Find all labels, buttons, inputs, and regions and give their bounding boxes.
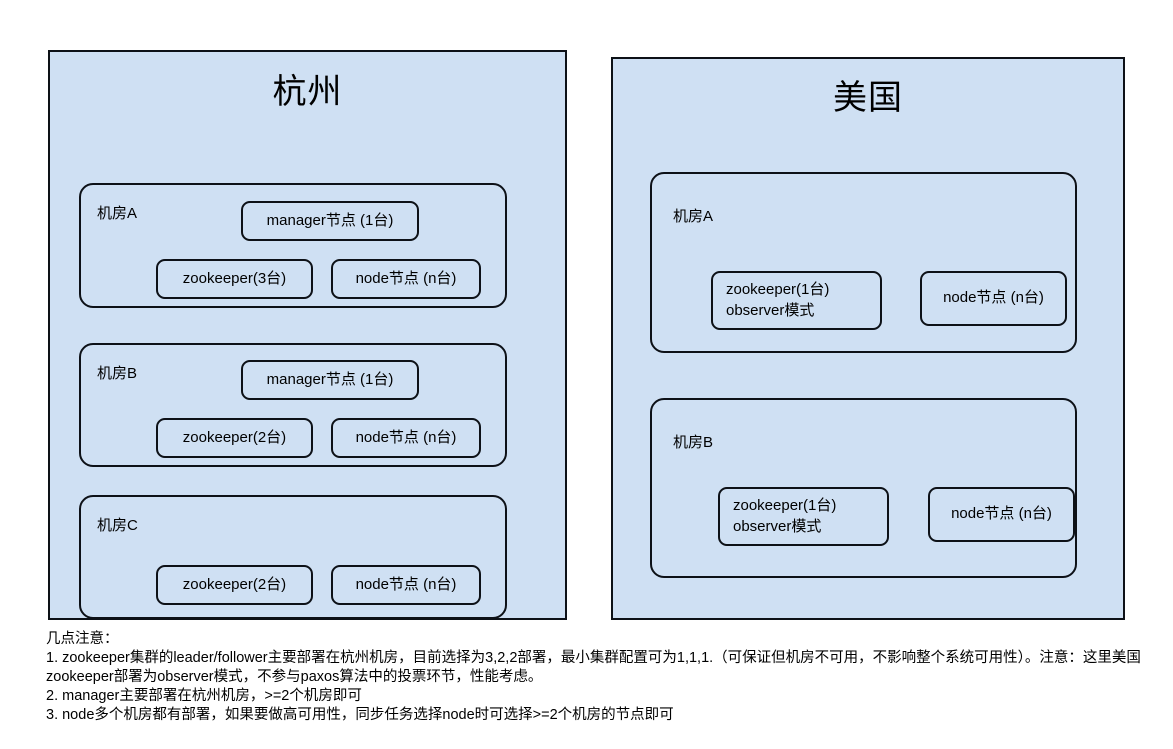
datacenter-hangzhou-b-label: 机房B: [97, 365, 138, 382]
node-usa-a-node: node节点 (n台): [920, 271, 1067, 326]
note-item-2: 2. manager主要部署在杭州机房，>=2个机房即可: [46, 688, 362, 704]
region-hangzhou: 杭州 机房A manager节点 (1台) zookeeper(3台) node…: [48, 50, 567, 620]
node-hangzhou-c-zookeeper: zookeeper(2台): [156, 565, 313, 605]
region-usa: 美国 机房A zookeeper(1台) observer模式 node节点 (…: [611, 57, 1125, 620]
datacenter-usa-b: 机房B zookeeper(1台) observer模式 node节点 (n台): [650, 398, 1077, 578]
note-item-1: 1. zookeeper集群的leader/follower主要部署在杭州机房，…: [46, 650, 1141, 685]
datacenter-hangzhou-a-label: 机房A: [97, 205, 138, 222]
region-hangzhou-title: 杭州: [272, 73, 343, 111]
node-usa-a-zookeeper-observer: zookeeper(1台) observer模式: [711, 271, 882, 330]
notes-heading: 几点注意：: [46, 631, 119, 647]
node-usa-b-node: node节点 (n台): [928, 487, 1075, 542]
datacenter-usa-a-label: 机房A: [673, 208, 714, 225]
notes-block: 几点注意： 1. zookeeper集群的leader/follower主要部署…: [46, 630, 1156, 725]
node-hangzhou-b-zookeeper: zookeeper(2台): [156, 418, 313, 458]
node-hangzhou-a-node: node节点 (n台): [331, 259, 481, 299]
node-hangzhou-b-node: node节点 (n台): [331, 418, 481, 458]
node-usa-b-zookeeper-observer: zookeeper(1台) observer模式: [718, 487, 889, 546]
datacenter-hangzhou-c-label: 机房C: [97, 517, 138, 534]
note-item-3: 3. node多个机房都有部署，如果要做高可用性，同步任务选择node时可选择>…: [46, 707, 674, 723]
datacenter-usa-b-label: 机房B: [673, 434, 714, 451]
datacenter-usa-a: 机房A zookeeper(1台) observer模式 node节点 (n台): [650, 172, 1077, 353]
datacenter-hangzhou-b: 机房B manager节点 (1台) zookeeper(2台) node节点 …: [79, 343, 507, 467]
datacenter-hangzhou-a: 机房A manager节点 (1台) zookeeper(3台) node节点 …: [79, 183, 507, 308]
node-hangzhou-c-node: node节点 (n台): [331, 565, 481, 605]
node-hangzhou-b-manager: manager节点 (1台): [241, 360, 419, 400]
region-usa-title: 美国: [833, 79, 903, 117]
node-hangzhou-a-manager: manager节点 (1台): [241, 201, 419, 241]
node-hangzhou-a-zookeeper: zookeeper(3台): [156, 259, 313, 299]
datacenter-hangzhou-c: 机房C zookeeper(2台) node节点 (n台): [79, 495, 507, 619]
